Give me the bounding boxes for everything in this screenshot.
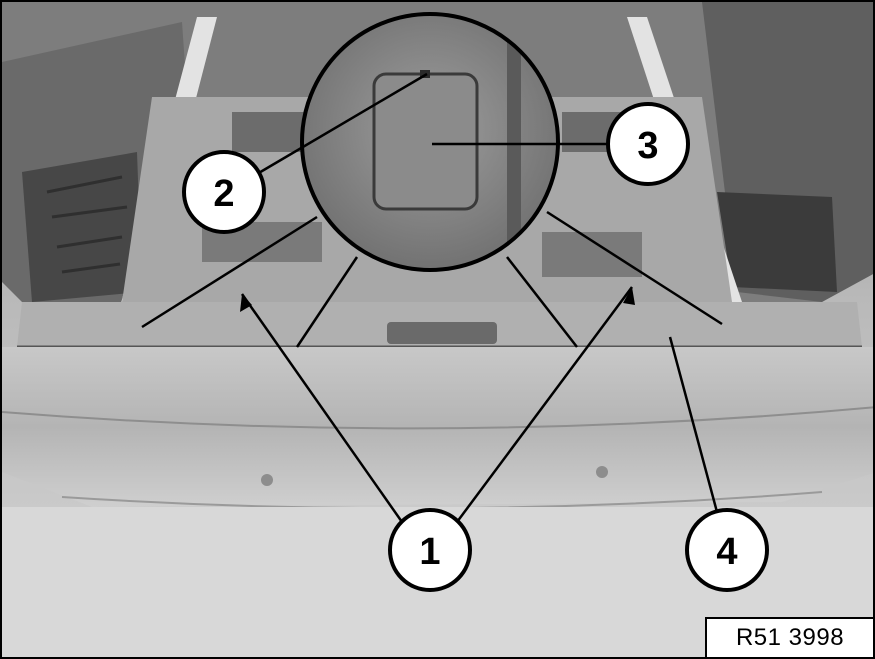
magnifier-ring bbox=[300, 12, 560, 272]
leader-2 bbox=[256, 72, 428, 176]
callout-1: 1 bbox=[388, 508, 472, 592]
callout-3: 3 bbox=[606, 102, 690, 186]
access-cover bbox=[372, 72, 479, 211]
callout-3-label: 3 bbox=[637, 125, 658, 167]
leader-1b bbox=[455, 286, 634, 523]
callout-2-label: 2 bbox=[213, 173, 234, 215]
reference-code: R51 3998 bbox=[705, 617, 873, 657]
callout-4: 4 bbox=[685, 508, 769, 592]
right-storage-recess bbox=[717, 192, 837, 292]
left-tools bbox=[46, 175, 128, 274]
leader-4 bbox=[668, 336, 719, 513]
arrowhead-1a bbox=[240, 294, 252, 312]
connector-2 bbox=[295, 256, 359, 348]
bumper-bolt-right bbox=[596, 466, 608, 478]
bumper-bolt-left bbox=[261, 474, 273, 486]
bumper-crease bbox=[2, 406, 873, 430]
callout-2: 2 bbox=[182, 150, 266, 234]
callout-4-label: 4 bbox=[716, 531, 737, 573]
leader-1a bbox=[240, 293, 404, 523]
left-tool-kit bbox=[22, 152, 142, 302]
trim-ridge bbox=[507, 14, 521, 270]
connector-3 bbox=[506, 256, 578, 348]
connector-4 bbox=[546, 210, 723, 326]
floor-handle bbox=[387, 322, 497, 344]
arrowhead-1b bbox=[623, 287, 635, 305]
callout-1-label: 1 bbox=[419, 531, 440, 573]
connector-1 bbox=[141, 215, 318, 329]
rear-bumper bbox=[2, 347, 873, 507]
leader-lines bbox=[141, 72, 723, 523]
magnified-detail bbox=[300, 12, 560, 272]
